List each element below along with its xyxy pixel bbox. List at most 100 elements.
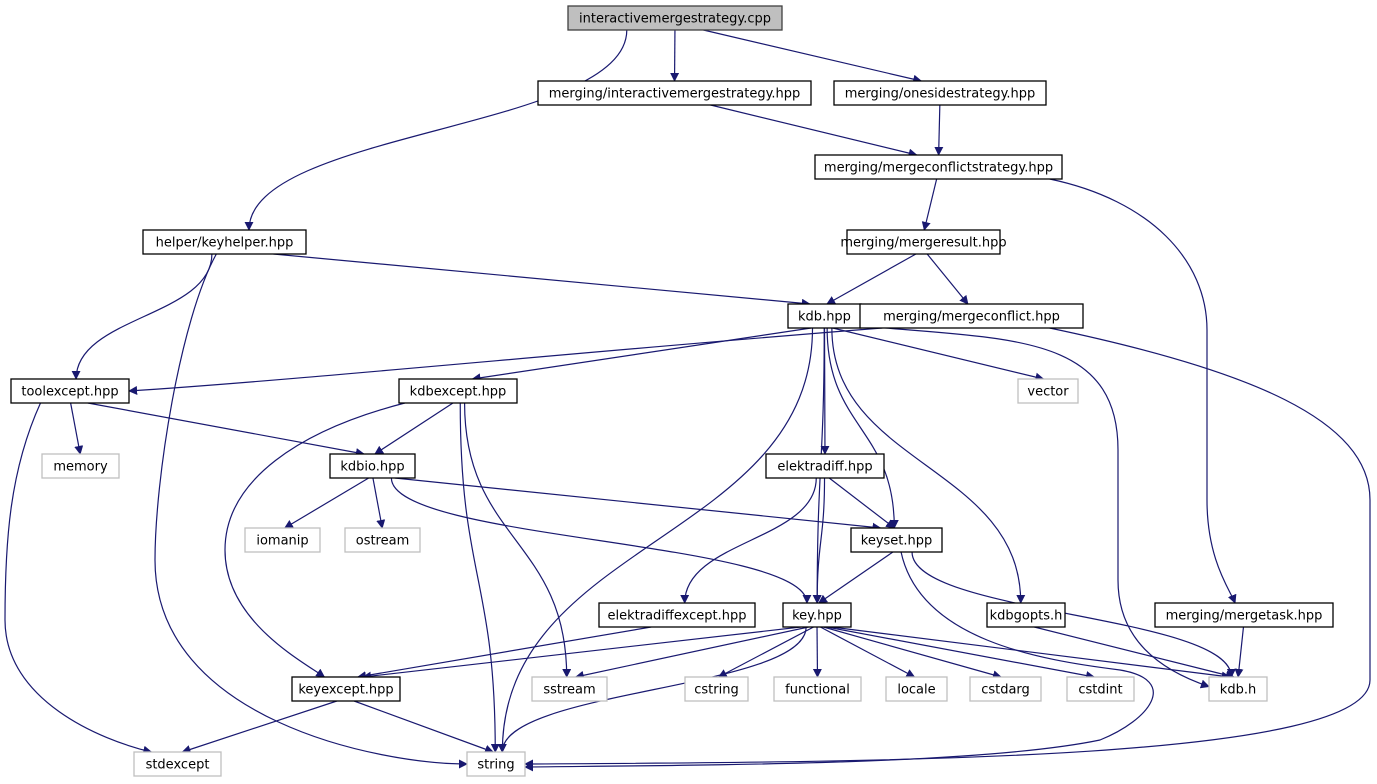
edge-kdbio-to-ostream xyxy=(372,477,386,529)
edge-mr-to-mc xyxy=(926,253,969,305)
edge-kgo-to-kdbh xyxy=(1034,626,1235,680)
edge-mc-to-te xyxy=(128,327,883,395)
edge-ed-to-ede xyxy=(680,477,817,604)
node-cstdarg: cstdarg xyxy=(969,676,1042,702)
edge-key-to-cstdarg xyxy=(823,626,1002,680)
edge-kdbex-to-string xyxy=(459,402,500,753)
edge-kdbhpp-to-vector xyxy=(832,327,1045,382)
edge-kdbhpp-to-kdbex xyxy=(471,327,812,383)
node-mc[interactable]: merging/mergeconflict.hpp xyxy=(859,303,1084,329)
node-label: keyset.hpp xyxy=(861,534,933,549)
node-ed[interactable]: elektradiff.hpp xyxy=(765,453,885,479)
node-box xyxy=(133,751,222,777)
node-label: functional xyxy=(785,683,850,698)
edge-key-to-cstring xyxy=(717,626,814,678)
node-label: elektradiff.hpp xyxy=(777,460,872,475)
node-mcs[interactable]: merging/mergeconflictstrategy.hpp xyxy=(814,154,1063,180)
node-label: keyexcept.hpp xyxy=(298,683,393,698)
node-box[interactable] xyxy=(329,453,416,479)
edge-ks-to-string xyxy=(524,551,1154,772)
edge-te-to-stdexcept xyxy=(4,402,153,755)
node-functional: functional xyxy=(773,676,862,702)
edge-mcs-to-mt xyxy=(1049,178,1237,604)
node-label: iomanip xyxy=(256,534,308,549)
edge-root-to-kh xyxy=(244,29,628,231)
node-box[interactable] xyxy=(846,229,1001,255)
edge-te-to-kdbio xyxy=(87,402,365,457)
node-kdbex[interactable]: kdbexcept.hpp xyxy=(398,378,518,404)
node-cstring: cstring xyxy=(684,676,749,702)
node-label: cstdint xyxy=(1078,683,1122,698)
node-label: merging/interactivemergestrategy.hpp xyxy=(549,87,801,102)
node-box[interactable] xyxy=(598,602,756,628)
edge-ke-to-stdexcept xyxy=(181,700,338,754)
edge-ed-to-ks xyxy=(828,477,896,529)
node-label: kdb.h xyxy=(1220,683,1256,698)
node-te[interactable]: toolexcept.hpp xyxy=(10,378,130,404)
node-box xyxy=(466,751,526,777)
node-box[interactable] xyxy=(142,229,307,255)
node-root[interactable]: interactivemergestrategy.cpp xyxy=(567,5,783,31)
node-kh[interactable]: helper/keyhelper.hpp xyxy=(142,229,307,255)
node-box xyxy=(1208,676,1268,702)
node-kdbhpp[interactable]: kdb.hpp xyxy=(787,303,862,329)
node-box xyxy=(41,453,120,479)
node-kgo[interactable]: kdbgopts.h xyxy=(986,602,1066,628)
node-box[interactable] xyxy=(814,154,1063,180)
node-label: string xyxy=(477,758,514,773)
node-box[interactable] xyxy=(398,378,518,404)
edge-ed-to-key xyxy=(812,477,826,604)
node-box[interactable] xyxy=(859,303,1084,329)
node-box[interactable] xyxy=(782,602,852,628)
node-key[interactable]: key.hpp xyxy=(782,602,852,628)
node-label: locale xyxy=(897,683,935,698)
edge-ks-to-key xyxy=(818,551,894,604)
node-box[interactable] xyxy=(850,527,943,553)
node-ks[interactable]: keyset.hpp xyxy=(850,527,943,553)
edge-kdbio-to-ks xyxy=(394,477,882,532)
node-vector: vector xyxy=(1017,378,1079,404)
node-label: kdbio.hpp xyxy=(340,460,404,475)
edge-key-to-string xyxy=(497,626,807,753)
edge-oss-to-mcs xyxy=(934,104,944,156)
node-label: merging/mergeconflict.hpp xyxy=(883,310,1060,325)
node-label: ostream xyxy=(356,534,410,549)
node-kdbh: kdb.h xyxy=(1208,676,1268,702)
node-box xyxy=(1017,378,1079,404)
node-mt[interactable]: merging/mergetask.hpp xyxy=(1154,602,1334,628)
node-ostream: ostream xyxy=(344,527,421,553)
node-label: merging/mergeconflictstrategy.hpp xyxy=(824,161,1053,176)
node-box[interactable] xyxy=(291,676,401,702)
edge-root-to-oss xyxy=(703,29,923,84)
edge-kdbhpp-to-string xyxy=(497,327,814,753)
node-box[interactable] xyxy=(986,602,1066,628)
node-box[interactable] xyxy=(567,5,783,31)
node-box[interactable] xyxy=(537,80,812,106)
node-label: elektradiffexcept.hpp xyxy=(608,609,747,624)
node-ke[interactable]: keyexcept.hpp xyxy=(291,676,401,702)
node-oss[interactable]: merging/onesidestrategy.hpp xyxy=(833,80,1047,106)
edge-key-to-kdbh xyxy=(831,626,1231,681)
node-box xyxy=(344,527,421,553)
node-mr[interactable]: merging/mergeresult.hpp xyxy=(840,229,1007,255)
edge-kdbex-to-kdbio xyxy=(374,402,454,455)
node-box[interactable] xyxy=(833,80,1047,106)
node-ims[interactable]: merging/interactivemergestrategy.hpp xyxy=(537,80,812,106)
node-label: merging/mergetask.hpp xyxy=(1166,609,1323,624)
node-box xyxy=(244,527,321,553)
edge-kh-to-kdbhpp xyxy=(273,253,811,308)
node-box[interactable] xyxy=(765,453,885,479)
edges-layer xyxy=(4,29,1371,772)
node-string: string xyxy=(466,751,526,777)
node-box[interactable] xyxy=(1154,602,1334,628)
node-box[interactable] xyxy=(10,378,130,404)
edge-key-to-sstream xyxy=(574,626,809,680)
nodes-layer: interactivemergestrategy.cpp merging/inte… xyxy=(10,5,1334,777)
node-kdbio[interactable]: kdbio.hpp xyxy=(329,453,416,479)
node-label: interactivemergestrategy.cpp xyxy=(579,12,771,27)
node-ede[interactable]: elektradiffexcept.hpp xyxy=(598,602,756,628)
edge-mcs-to-mr xyxy=(921,178,938,231)
node-iomanip: iomanip xyxy=(244,527,321,553)
edge-kdbhpp-to-kdbh xyxy=(860,325,1210,689)
